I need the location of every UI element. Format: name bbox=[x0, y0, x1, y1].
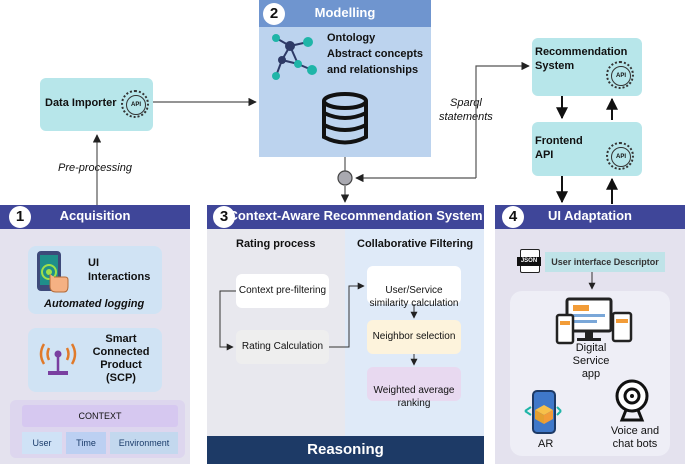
weighted-ranking-box: Weighted average ranking bbox=[367, 367, 461, 409]
recommendation-api-label: API bbox=[611, 66, 631, 86]
automated-logging-label: Automated logging bbox=[44, 298, 145, 310]
rating-calculation-label: Rating Calculation bbox=[241, 341, 324, 352]
data-importer-box: Data Importer API bbox=[40, 78, 153, 131]
context-time: Time bbox=[66, 432, 106, 454]
api-gear-icon: API bbox=[606, 142, 634, 170]
frontend-api-gear-label: API bbox=[611, 147, 631, 167]
json-file-icon: JSON bbox=[517, 249, 541, 273]
rating-process-title: Rating process bbox=[236, 238, 316, 250]
modelling-number: 2 bbox=[263, 3, 285, 25]
context-time-label: Time bbox=[76, 438, 96, 448]
json-file-label: JSON bbox=[517, 257, 541, 266]
reasoning-label: Reasoning bbox=[307, 441, 384, 458]
recommendation-system-label: Recommendation System bbox=[535, 46, 628, 72]
context-environment: Environment bbox=[110, 432, 178, 454]
data-importer-api-label: API bbox=[126, 95, 146, 115]
sparql-label: Sparql statements bbox=[439, 97, 493, 123]
modelling-title: Modelling bbox=[314, 5, 376, 20]
digital-service-label: Digital Service app bbox=[572, 342, 610, 380]
similarity-label: User/Service similarity calculation bbox=[369, 285, 459, 309]
context-aware-number: 3 bbox=[213, 206, 235, 228]
acquisition-number: 1 bbox=[9, 206, 31, 228]
ui-interactions-card: UI Interactions Automated logging bbox=[28, 246, 162, 314]
context-label-box: CONTEXT bbox=[22, 405, 178, 427]
weighted-ranking-label: Weighted average ranking bbox=[373, 385, 455, 409]
database-icon bbox=[322, 92, 368, 145]
collaborative-filtering-title: Collaborative Filtering bbox=[357, 238, 474, 250]
data-importer-label: Data Importer bbox=[45, 97, 117, 109]
frontend-api-box: Frontend API API bbox=[532, 122, 642, 176]
acquisition-title: Acquisition bbox=[59, 208, 131, 223]
descriptor-label: User interface Descriptor bbox=[551, 257, 659, 267]
context-prefiltering-label: Context pre-filtering bbox=[238, 285, 327, 296]
ui-adaptation-title: UI Adaptation bbox=[547, 208, 632, 223]
context-user-label: User bbox=[32, 438, 52, 448]
frontend-api-label: Frontend API bbox=[535, 135, 583, 161]
context-label: CONTEXT bbox=[78, 411, 122, 421]
context-prefiltering-box: Context pre-filtering bbox=[236, 274, 329, 308]
rating-calculation-box: Rating Calculation bbox=[236, 330, 329, 364]
neighbor-selection-label: Neighbor selection bbox=[372, 331, 456, 342]
scp-label: Smart Connected Product (SCP) bbox=[92, 333, 150, 384]
scp-card: Smart Connected Product (SCP) bbox=[28, 328, 162, 392]
modelling-header: 2 Modelling bbox=[259, 0, 431, 27]
api-gear-icon: API bbox=[121, 90, 149, 118]
context-aware-title: Context-Aware Recommendation System bbox=[228, 208, 483, 223]
ontology-graph-icon bbox=[272, 34, 317, 80]
api-gear-icon: API bbox=[606, 61, 634, 89]
ui-adaptation-header: 4 UI Adaptation bbox=[495, 205, 685, 229]
descriptor-box: User interface Descriptor bbox=[545, 252, 665, 272]
preprocessing-label: Pre-processing bbox=[58, 162, 132, 174]
reasoning-footer: Reasoning bbox=[207, 436, 484, 464]
devices-icon bbox=[555, 297, 633, 345]
context-aware-header: 3 Context-Aware Recommendation System bbox=[207, 205, 484, 229]
ui-adaptation-number: 4 bbox=[502, 206, 524, 228]
recommendation-system-box: Recommendation System API bbox=[532, 38, 642, 96]
ar-phone-icon bbox=[524, 390, 562, 434]
context-user: User bbox=[22, 432, 62, 454]
touch-phone-icon bbox=[37, 251, 69, 293]
ontology-text: Ontology Abstract concepts and relations… bbox=[327, 32, 423, 76]
ui-interactions-label: UI Interactions bbox=[88, 257, 151, 283]
acquisition-header: 1 Acquisition bbox=[0, 205, 190, 229]
voice-bot-icon bbox=[615, 379, 649, 422]
neighbor-selection-box: Neighbor selection bbox=[367, 320, 461, 354]
ar-label: AR bbox=[538, 438, 554, 450]
context-environment-label: Environment bbox=[118, 438, 170, 448]
voice-chat-label: Voice and chat bots bbox=[610, 425, 660, 450]
antenna-icon bbox=[39, 343, 77, 375]
similarity-box: User/Service similarity calculation bbox=[367, 266, 461, 309]
